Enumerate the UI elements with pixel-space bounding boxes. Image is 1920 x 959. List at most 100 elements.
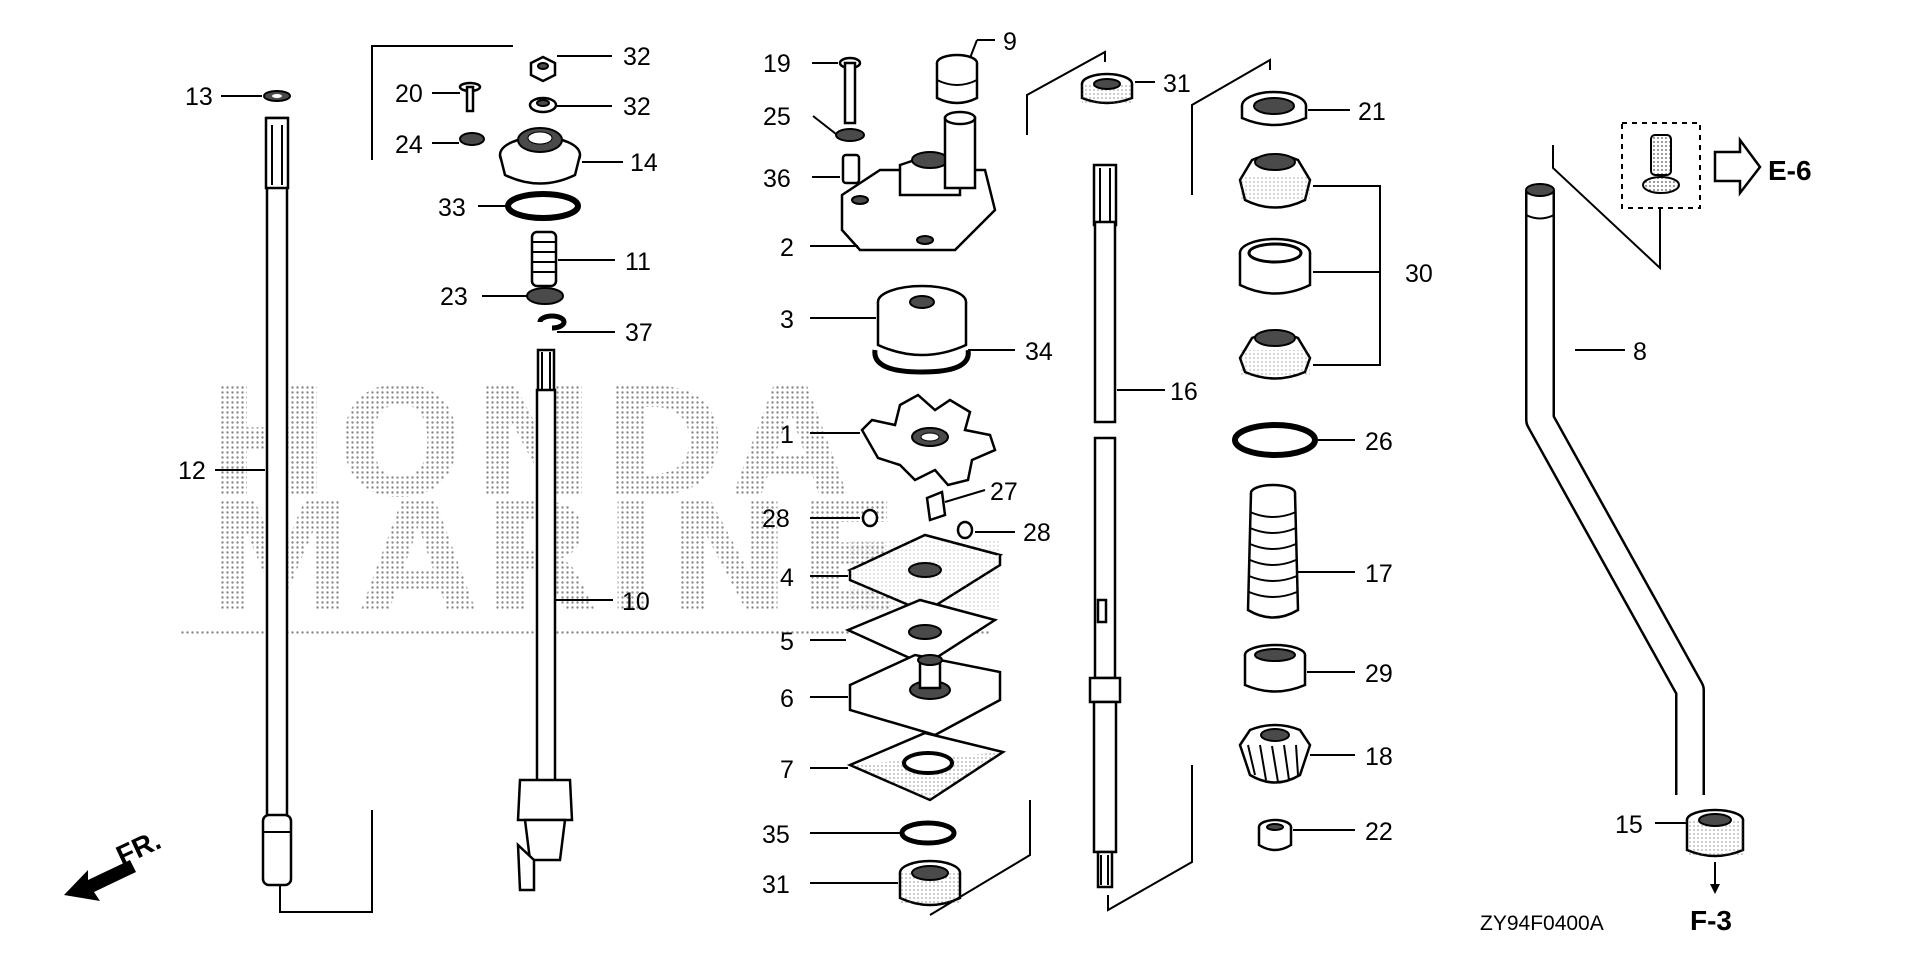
label-12: 12 [178,457,206,485]
label-30: 30 [1405,260,1433,288]
bracket-group-10 [371,45,513,160]
label-23: 23 [440,283,468,311]
part-31-seal-top [1080,72,1134,105]
part-9-grommet [935,53,979,105]
part-24-washer [459,132,485,146]
part-27-key [925,490,947,522]
part-8-water-tube [1525,183,1705,795]
part-36-dowel [841,153,861,185]
diagram-code: ZY94F0400A [1480,912,1604,935]
part-34-gasket [872,349,971,375]
label-11: 11 [625,248,651,276]
label-34: 34 [1025,338,1053,366]
part-3-liner [876,284,968,357]
label-18: 18 [1365,743,1393,771]
label-33: 33 [438,194,466,222]
bracket-16 [1107,765,1193,912]
label-17: 17 [1365,560,1393,588]
label-4: 4 [780,564,794,592]
label-27: 27 [990,478,1018,506]
part-37-clip [537,313,567,331]
e6-part-box [1621,122,1701,209]
part-18-pinion-gear [1238,723,1312,784]
label-16: 16 [1170,378,1198,406]
label-31a: 31 [1163,70,1191,98]
label-35: 35 [762,821,790,849]
ref-e6[interactable]: E-6 [1768,155,1812,186]
leader-27 [944,489,986,503]
label-36: 36 [763,165,791,193]
part-4-plate [846,533,1004,614]
bracket-pump [929,800,1031,916]
bracket-30 [1313,185,1381,366]
part-23-washer [526,287,564,305]
label-15: 15 [1615,811,1643,839]
front-arrow-icon [64,860,136,901]
label-9: 9 [1003,28,1017,56]
part-20-bolt [458,81,482,113]
label-8: 8 [1633,338,1647,366]
bracket-8 [1552,145,1661,271]
part-10-shaft [516,348,574,892]
label-10: 10 [622,588,650,616]
bracket-bearings [1191,58,1271,195]
label-7: 7 [780,756,794,784]
part-7-gasket [846,731,1007,802]
arrow-e6 [1713,136,1762,197]
part-25-washer [835,128,865,142]
label-29: 29 [1365,660,1393,688]
watermark-honda: HONDA [205,357,854,531]
part-33-oring [505,191,581,221]
part-21-seal [1240,90,1308,127]
label-1: 1 [780,421,794,449]
part-35-oring [899,820,957,846]
label-5: 5 [780,628,794,656]
ref-f3[interactable]: F-3 [1690,905,1732,936]
part-15-grommet [1685,808,1745,858]
part-19-bolt [838,56,862,125]
part-5-gasket [844,598,999,667]
label-26: 26 [1365,428,1393,456]
label-28a: 28 [762,505,790,533]
part-11-bushing [530,230,558,288]
part-16-vertical-shaft [1088,163,1122,889]
front-arrow: FR. [64,824,165,901]
part-32-nut-bottom [528,96,558,114]
label-13: 13 [185,83,213,111]
label-6: 6 [780,685,794,713]
part-17-sleeve [1246,483,1300,619]
label-22: 22 [1365,818,1393,846]
label-28b: 28 [1023,519,1051,547]
label-20: 20 [395,80,423,108]
part-13-clip [263,90,291,102]
label-32a: 32 [623,43,651,71]
front-label: FR. [111,824,165,871]
label-21: 21 [1358,98,1386,126]
part-2-pump-housing [840,110,997,252]
bracket-31-top [1026,50,1106,135]
label-37: 37 [625,319,653,347]
part-12-shaft [261,116,293,887]
label-25: 25 [763,103,791,131]
label-32b: 32 [623,93,651,121]
part-31-seal-bottom [898,859,962,907]
part-26-ring [1232,422,1318,458]
part-22-nut [1257,818,1293,852]
label-2: 2 [780,234,794,262]
label-19: 19 [763,50,791,78]
part-1-impeller [860,393,997,487]
part-32-nut-top [529,55,557,83]
watermark-top: HONDA [205,357,854,531]
label-24: 24 [395,131,423,159]
part-6-pump-case [848,653,1002,737]
part-30-bearing-lower [1238,329,1312,380]
part-29-needle-bearing [1243,643,1307,693]
part-30-bearing-race [1238,237,1312,295]
part-28-dowel-left [861,508,879,528]
part-14-holder [498,127,582,185]
part-30-bearing-upper [1238,153,1312,209]
arrow-f3-head [1710,884,1720,894]
bracket-12 [279,810,373,913]
leader-25 [812,115,837,135]
